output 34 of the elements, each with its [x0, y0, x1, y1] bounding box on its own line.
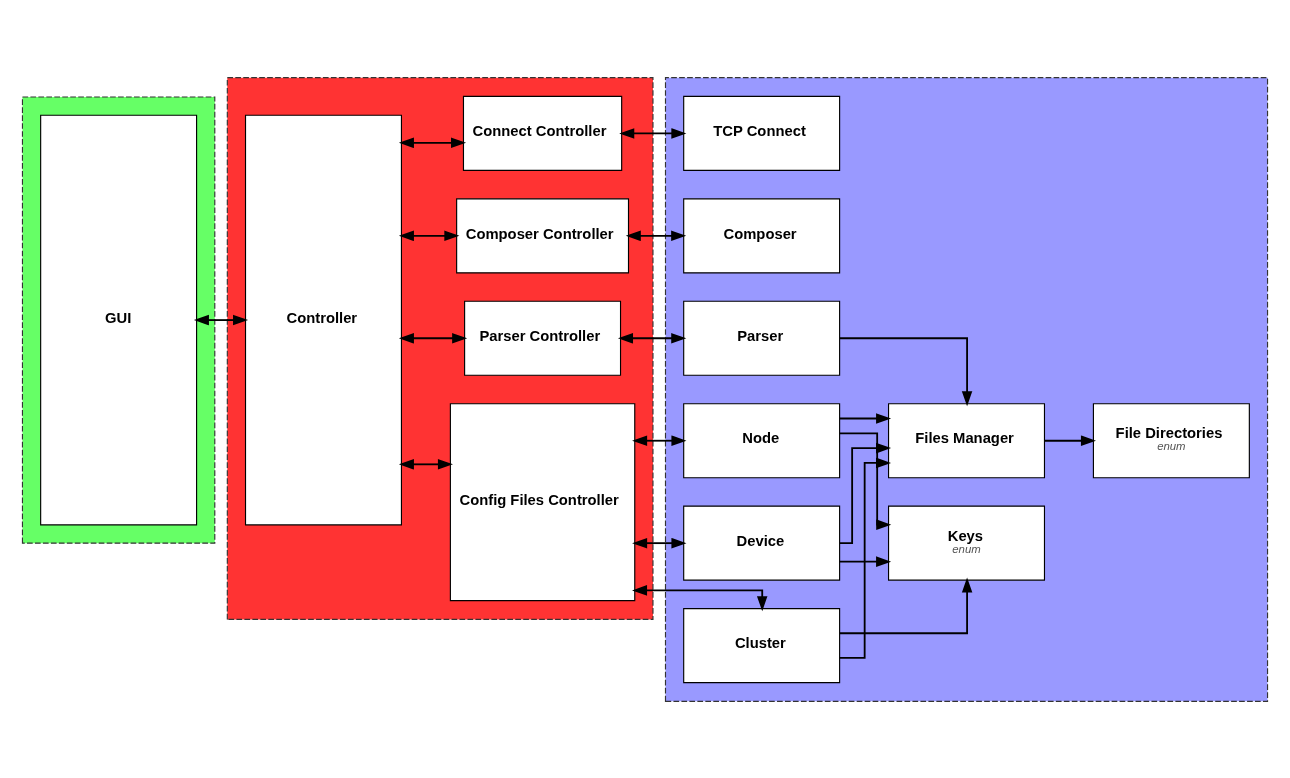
node-box: Composer [683, 197, 841, 273]
node-box: Controller [244, 114, 402, 525]
node-box: Files Manager [888, 402, 1046, 478]
node-box: Composer Controller [456, 197, 630, 273]
cluster [226, 76, 654, 620]
arrow [838, 412, 892, 424]
cluster [664, 76, 1269, 702]
arrow [1043, 434, 1096, 446]
cluster [21, 95, 216, 544]
node-box: TCP Connect [683, 95, 841, 171]
arrow [398, 332, 468, 344]
arrow [625, 230, 687, 241]
arrow [619, 127, 687, 139]
node-box: Connect Controller [462, 95, 623, 171]
node-box: Parser [683, 300, 841, 376]
arrow [398, 137, 467, 148]
node-box: Node [683, 402, 841, 478]
arrow [839, 577, 973, 634]
arrow [193, 314, 249, 325]
arrow [618, 332, 687, 344]
arrow [632, 434, 687, 446]
arrow [632, 584, 768, 611]
node-box: Keys enum [888, 505, 1046, 581]
node-box: File Directories enum [1092, 402, 1250, 478]
node-box: Config Files Controller [449, 402, 636, 601]
arrow [398, 458, 453, 470]
arrow [632, 537, 687, 548]
arrow [838, 555, 892, 567]
arrow [398, 230, 460, 241]
node-box: Device [683, 505, 841, 581]
node-box: Cluster [683, 607, 841, 683]
node-box: GUI [40, 114, 198, 525]
node-box: Parser Controller [464, 300, 622, 376]
arrow [839, 336, 973, 406]
